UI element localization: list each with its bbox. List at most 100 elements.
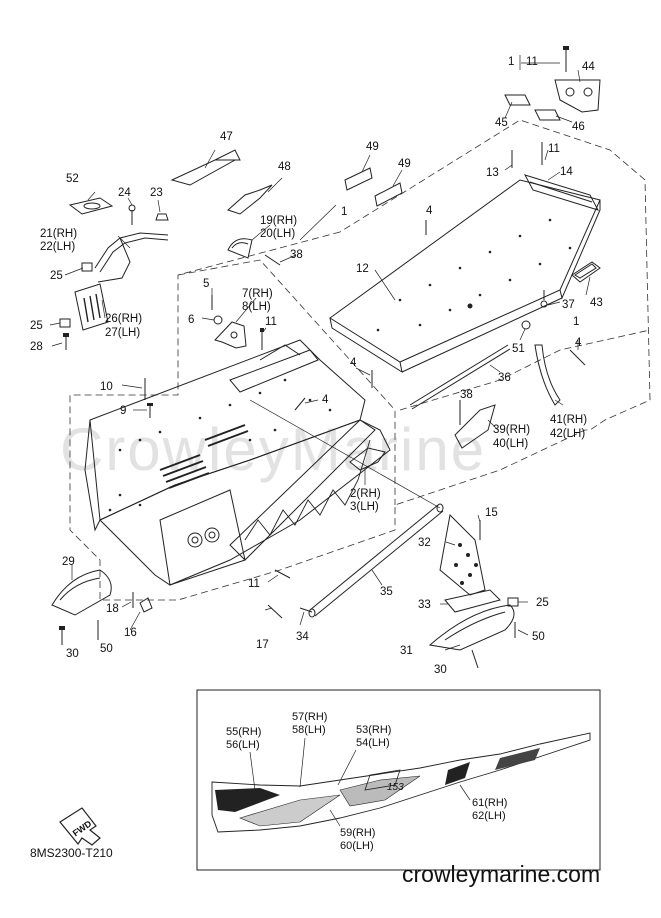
- shaft-axis-line: [249, 399, 441, 509]
- label-47: 47: [220, 131, 233, 143]
- label-18: 18: [106, 603, 119, 615]
- label-1-main: 1: [341, 206, 347, 218]
- label-21: 21(RH): [40, 228, 77, 240]
- stud-38-upper: [264, 254, 281, 266]
- label-20: 20(LH): [260, 228, 295, 240]
- bolt-30a: [59, 626, 65, 645]
- label-5: 5: [203, 278, 209, 290]
- label-53: 53(RH): [356, 724, 391, 736]
- label-26: 26(RH): [105, 313, 142, 325]
- stud-11-lower: [274, 569, 291, 579]
- label-60: 60(LH): [340, 840, 374, 852]
- label-4-rear: 4: [426, 205, 433, 217]
- label-62: 62(LH): [472, 810, 506, 822]
- label-2: 2(RH): [350, 488, 381, 500]
- panel-26-27: [74, 283, 109, 331]
- label-12: 12: [356, 263, 369, 275]
- label-3: 3(LH): [350, 501, 379, 513]
- label-10: 10: [100, 381, 113, 393]
- label-40: 40(LH): [493, 438, 528, 450]
- axle-35: [308, 503, 444, 618]
- label-39: 39(RH): [493, 424, 530, 436]
- decal-inset: 153 55(RH) 56(LH) 57(RH) 58(LH) 53(RH) 5…: [196, 689, 601, 871]
- bolt-30b: [471, 649, 479, 669]
- bolt-9: [147, 403, 153, 418]
- pad-45: [504, 94, 531, 106]
- grommet-51: [521, 320, 531, 330]
- label-14: 14: [560, 166, 573, 178]
- assembly-outline-right: [399, 329, 651, 411]
- leader-lines: [49, 55, 591, 651]
- site-footer-text: crowleymarine.com: [402, 861, 600, 887]
- skid-plate-29: [51, 569, 112, 616]
- label-51: 51: [512, 343, 525, 355]
- label-34: 34: [296, 631, 309, 643]
- label-54: 54(LH): [356, 737, 390, 749]
- callout-labels: 1 11 44 45 46 11 13 14 4 12 43 37 1 4 51…: [30, 56, 603, 676]
- label-49b: 49: [398, 158, 411, 170]
- skid-plate-31: [428, 604, 515, 651]
- bolt-17: [267, 604, 283, 619]
- label-11-rear: 11: [548, 143, 560, 155]
- deflector-19-20: [227, 238, 253, 259]
- seal-strip-47: [170, 149, 241, 186]
- decal-number-text: 153: [387, 782, 404, 793]
- assembly-outline-inner: [177, 259, 396, 505]
- label-30-right: 30: [434, 664, 447, 676]
- bar-21-22: [94, 232, 169, 283]
- pin-4c: [294, 397, 306, 411]
- strap-41-42: [534, 344, 561, 406]
- label-1-top: 1: [508, 56, 514, 68]
- label-61: 61(RH): [472, 797, 507, 809]
- pin-4d: [569, 349, 586, 366]
- label-24: 24: [118, 187, 131, 199]
- label-17: 17: [256, 639, 269, 651]
- label-13: 13: [486, 167, 499, 179]
- nut-16: [139, 597, 153, 613]
- label-23: 23: [150, 187, 163, 199]
- label-50-left: 50: [100, 643, 113, 655]
- plug-37: [540, 290, 548, 308]
- label-11-mid: 11: [265, 316, 277, 328]
- label-25c: 25: [536, 597, 549, 609]
- label-56: 56(LH): [226, 739, 260, 751]
- label-57: 57(RH): [292, 711, 327, 723]
- label-37: 37: [562, 299, 575, 311]
- label-4-mid: 4: [350, 357, 357, 369]
- bracket-2-3: [349, 447, 386, 471]
- label-9: 9: [120, 405, 126, 417]
- label-38-lower: 38: [460, 389, 473, 401]
- label-1-right: 1: [573, 316, 579, 328]
- label-38-upper: 38: [290, 249, 303, 261]
- label-4-front: 4: [322, 394, 329, 406]
- label-28: 28: [30, 341, 43, 353]
- label-44: 44: [582, 61, 595, 73]
- label-15: 15: [485, 507, 498, 519]
- label-48: 48: [278, 161, 291, 173]
- bracket-7-8: [214, 321, 247, 349]
- label-7: 7(RH): [242, 288, 273, 300]
- label-42: 42(LH): [550, 428, 585, 440]
- diagram-code: 8MS2300-T210: [30, 846, 113, 860]
- nut-23: [155, 213, 169, 221]
- label-55: 55(RH): [226, 726, 261, 738]
- label-43: 43: [590, 297, 603, 309]
- stud-11-upper: [260, 328, 264, 350]
- label-49a: 49: [366, 141, 379, 153]
- seal-strip-48: [227, 184, 273, 215]
- bracket-33: [444, 589, 501, 613]
- fwd-arrow-icon: FWD: [59, 807, 101, 846]
- label-25a: 25: [50, 270, 63, 282]
- clip-25b: [59, 318, 71, 328]
- label-45: 45: [495, 117, 508, 129]
- label-22: 22(LH): [40, 241, 75, 253]
- front-bumper-52: [68, 197, 114, 215]
- label-27: 27(LH): [105, 327, 140, 339]
- label-46: 46: [572, 121, 585, 133]
- label-33: 33: [418, 599, 431, 611]
- bolt-24: [128, 204, 136, 225]
- label-50-right: 50: [532, 631, 545, 643]
- label-6: 6: [188, 314, 194, 326]
